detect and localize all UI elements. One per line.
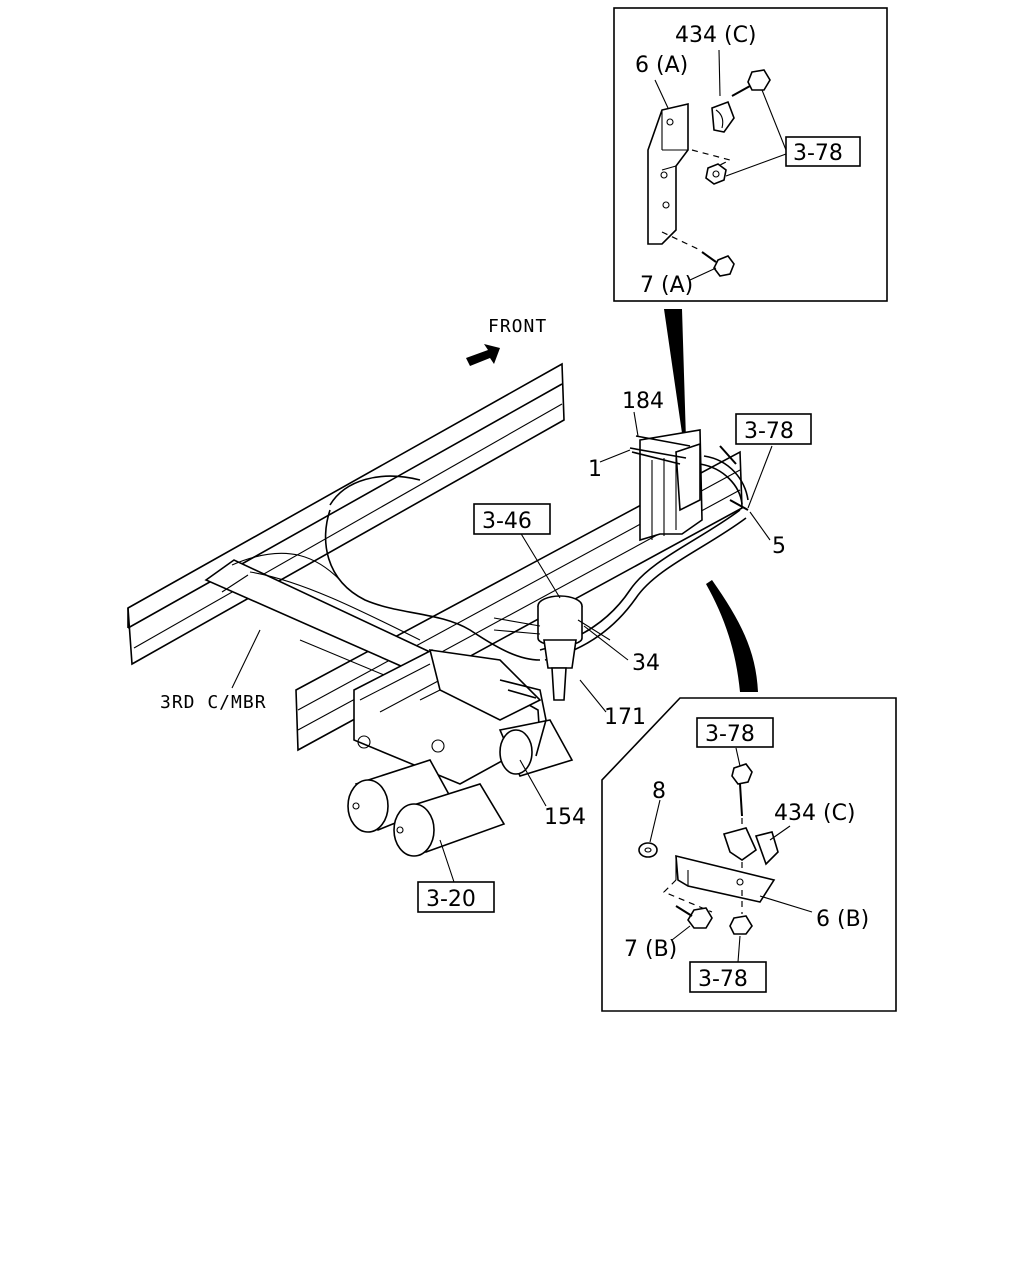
front-arrow-icon bbox=[466, 344, 500, 366]
label-434c-b: 434 (C) bbox=[774, 801, 856, 826]
air-tank-2 bbox=[393, 783, 506, 857]
detail-b-pointer bbox=[706, 580, 758, 692]
detail-b-panel: 3-78 8 434 (C) 6 (B) 7 (B) 3-78 bbox=[601, 697, 897, 1012]
label-8: 8 bbox=[652, 779, 666, 804]
label-5: 5 bbox=[772, 534, 786, 559]
bolt-top-b bbox=[731, 763, 753, 817]
label-6b: 6 (B) bbox=[816, 907, 869, 932]
main-assembly: FRONT 3RD C/MBR 184 1 5 34 171 154 3-78 … bbox=[127, 316, 812, 913]
ref-3-78-top: 3-78 bbox=[793, 141, 843, 166]
clip-434c-part bbox=[711, 100, 735, 133]
ref-3-78-det-top: 3-78 bbox=[705, 722, 755, 747]
bolt-7b bbox=[675, 905, 713, 929]
ref-3-46: 3-46 bbox=[482, 509, 532, 534]
label-7b: 7 (B) bbox=[624, 937, 677, 962]
ref-box-3-78-det-bot bbox=[689, 961, 767, 993]
air-tank-3 bbox=[498, 719, 574, 777]
label-34: 34 bbox=[632, 651, 660, 676]
air-tank-1 bbox=[347, 759, 454, 833]
valve-part bbox=[493, 595, 611, 701]
label-1: 1 bbox=[588, 457, 602, 482]
clip-434c-b bbox=[722, 827, 779, 866]
detail-a-panel: 434 (C) 6 (A) 7 (A) 3-78 bbox=[613, 7, 888, 302]
label-171: 171 bbox=[604, 705, 646, 730]
ref-3-78-det-bot: 3-78 bbox=[698, 967, 748, 992]
label-front: FRONT bbox=[488, 316, 547, 337]
label-7a: 7 (A) bbox=[640, 273, 693, 298]
label-184: 184 bbox=[622, 389, 664, 414]
ref-box-3-78-det-top bbox=[696, 717, 774, 748]
label-154: 154 bbox=[544, 805, 586, 830]
ref-box-3-78-mid bbox=[735, 413, 812, 445]
label-6a: 6 (A) bbox=[635, 53, 688, 78]
nut-part bbox=[705, 163, 727, 185]
bolt-7a-part bbox=[701, 251, 735, 277]
ref-box-3-78-top bbox=[785, 136, 861, 167]
detail-a-pointer bbox=[664, 309, 686, 440]
ref-3-78-mid: 3-78 bbox=[744, 419, 794, 444]
nut-b bbox=[729, 915, 753, 935]
ref-box-3-20 bbox=[417, 881, 495, 913]
label-434c-a: 434 (C) bbox=[675, 23, 757, 48]
washer-8 bbox=[638, 842, 658, 858]
bolt-top-part bbox=[731, 69, 771, 97]
ref-box-3-46 bbox=[473, 503, 551, 535]
ref-3-20: 3-20 bbox=[426, 887, 476, 912]
bracket-6b bbox=[675, 854, 776, 903]
label-crossmember: 3RD C/MBR bbox=[160, 692, 267, 713]
